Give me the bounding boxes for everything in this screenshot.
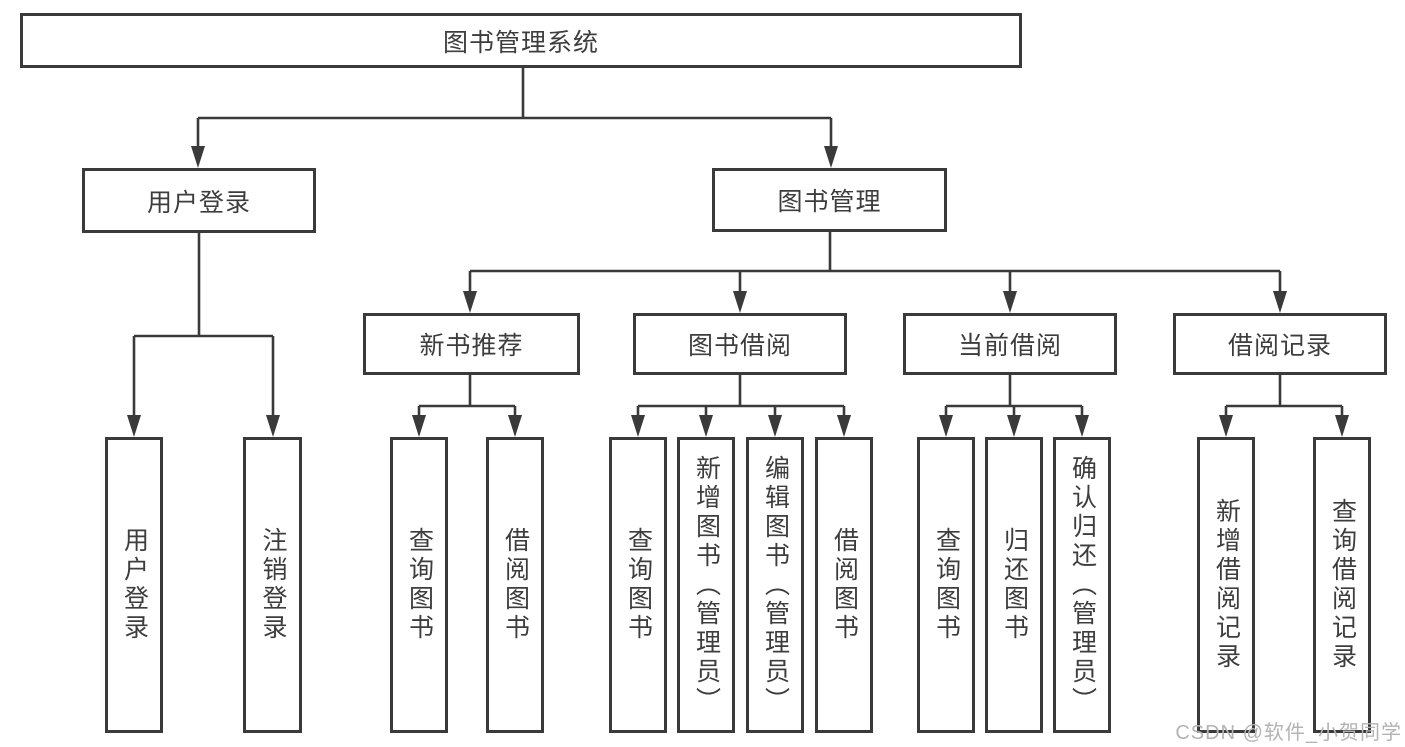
- node-label-root: 图书管理系统: [442, 28, 599, 57]
- node-label-current-borrow: 当前借阅: [957, 332, 1062, 360]
- arrowhead-icon: [463, 291, 477, 313]
- node-label-add-books-admin: 新增图书（管理员）: [692, 454, 721, 716]
- node-label-book-management: 图书管理: [777, 188, 882, 216]
- node-label-query-books-3: 查询图书: [932, 527, 961, 643]
- arrowhead-icon: [939, 415, 953, 437]
- connector-5: [944, 375, 1084, 423]
- node-confirm-return-admin: 确认归还（管理员）: [1053, 437, 1111, 733]
- arrowhead-icon: [631, 415, 645, 437]
- node-logout-leaf: 注销登录: [243, 437, 302, 733]
- node-current-borrow: 当前借阅: [903, 313, 1117, 375]
- node-query-books-2: 查询图书: [609, 437, 667, 733]
- arrowhead-icon: [824, 146, 838, 168]
- arrowhead-icon: [1075, 415, 1089, 437]
- node-edit-books-admin: 编辑图书（管理员）: [746, 437, 804, 733]
- arrowhead-icon: [1007, 415, 1021, 437]
- node-book-management: 图书管理: [712, 168, 947, 232]
- arrowhead-icon: [1003, 291, 1017, 313]
- node-label-book-borrow: 图书借阅: [687, 332, 792, 360]
- node-label-borrow-books-1: 借阅图书: [501, 527, 530, 643]
- arrowhead-icon: [127, 415, 141, 437]
- node-label-new-book-recommend: 新书推荐: [419, 332, 524, 360]
- node-root: 图书管理系统: [20, 13, 1022, 68]
- connector-4: [636, 375, 846, 423]
- node-label-query-books-2: 查询图书: [624, 527, 653, 643]
- arrowhead-icon: [191, 146, 205, 168]
- node-query-books-1: 查询图书: [390, 437, 448, 733]
- node-user-login: 用户登录: [82, 168, 316, 233]
- node-borrow-books-1: 借阅图书: [486, 437, 544, 733]
- arrowhead-icon: [266, 415, 280, 437]
- node-label-confirm-return-admin: 确认归还（管理员）: [1068, 454, 1097, 716]
- connector-6: [1224, 375, 1344, 423]
- node-label-user-login-leaf: 用户登录: [120, 527, 149, 643]
- node-label-user-login: 用户登录: [146, 188, 251, 217]
- node-label-query-books-1: 查询图书: [405, 527, 434, 643]
- node-add-books-admin: 新增图书（管理员）: [677, 437, 735, 733]
- arrowhead-icon: [837, 415, 851, 437]
- node-new-book-recommend: 新书推荐: [363, 313, 580, 375]
- arrowhead-icon: [733, 291, 747, 313]
- node-label-add-borrow-record: 新增借阅记录: [1212, 498, 1241, 672]
- node-return-books: 归还图书: [985, 437, 1043, 733]
- node-book-borrow: 图书借阅: [633, 313, 847, 375]
- node-label-borrow-books-2: 借阅图书: [830, 527, 859, 643]
- watermark: CSDN @软件_小贺同学: [1175, 722, 1402, 744]
- connector-1: [132, 233, 275, 423]
- arrowhead-icon: [1335, 415, 1349, 437]
- arrowhead-icon: [1273, 291, 1287, 313]
- node-query-borrow-record: 查询借阅记录: [1313, 437, 1371, 733]
- node-label-borrow-records: 借阅记录: [1227, 332, 1332, 360]
- node-user-login-leaf: 用户登录: [105, 437, 163, 733]
- node-add-borrow-record: 新增借阅记录: [1197, 437, 1255, 733]
- node-borrow-books-2: 借阅图书: [815, 437, 873, 733]
- arrowhead-icon: [1219, 415, 1233, 437]
- connector-3: [417, 375, 517, 423]
- connector-2: [468, 232, 1282, 299]
- node-label-query-borrow-record: 查询借阅记录: [1328, 498, 1357, 672]
- node-label-logout-leaf: 注销登录: [259, 527, 287, 643]
- arrowhead-icon: [412, 415, 426, 437]
- node-label-return-books: 归还图书: [1000, 527, 1029, 643]
- node-borrow-records: 借阅记录: [1173, 313, 1387, 375]
- node-query-books-3: 查询图书: [917, 437, 975, 733]
- node-label-edit-books-admin: 编辑图书（管理员）: [761, 454, 790, 716]
- arrowhead-icon: [699, 415, 713, 437]
- connector-0: [196, 68, 833, 154]
- arrowhead-icon: [768, 415, 782, 437]
- arrowhead-icon: [508, 415, 522, 437]
